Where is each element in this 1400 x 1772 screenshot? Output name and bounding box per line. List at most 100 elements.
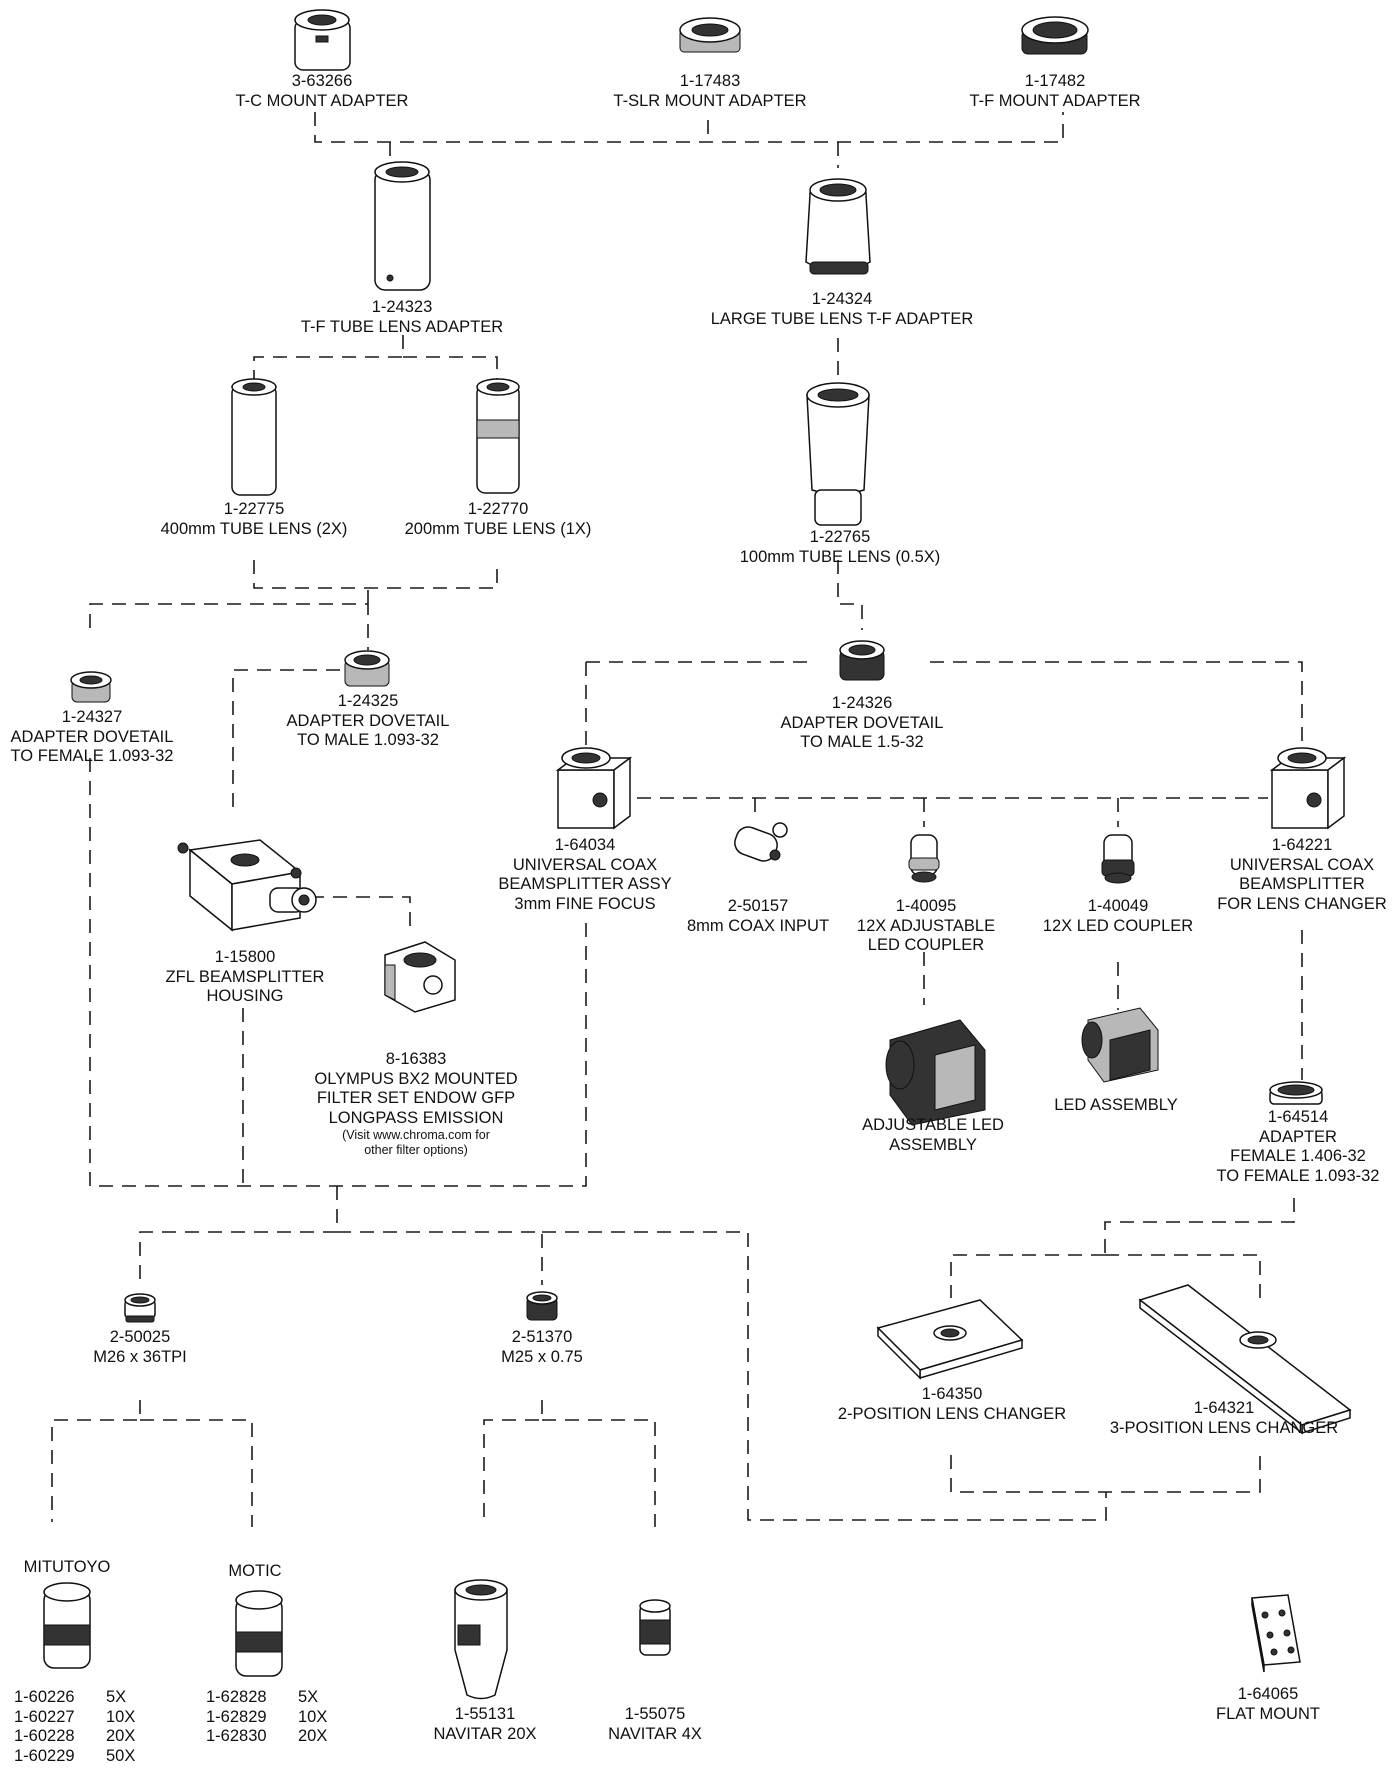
part-description: M25 x 0.75 <box>501 1347 583 1366</box>
large-tube-lens-adapter-icon <box>805 178 871 275</box>
thread-adapter-icon <box>124 1293 156 1323</box>
list-item: 1-60227 10X <box>14 1708 135 1728</box>
part-label-1-40095: 1-40095 12X ADJUSTABLE LED COUPLER <box>857 897 995 956</box>
part-description: UNIVERSAL COAX <box>1229 855 1375 874</box>
part-label-2-51370: 2-51370 M25 x 0.75 <box>501 1328 583 1367</box>
objective-magnification: 20X <box>106 1727 136 1745</box>
filter-set-icon <box>384 941 456 1013</box>
part-number: 1-17482 <box>1024 72 1086 90</box>
lens-changer-icon <box>1138 1284 1352 1435</box>
tube-lens-adapter-icon <box>374 161 431 291</box>
part-number: 1-15800 <box>214 948 276 966</box>
objective-icon <box>43 1582 91 1669</box>
led-assembly-icon <box>885 1019 986 1126</box>
part-description: 400mm TUBE LENS (2X) <box>160 519 348 538</box>
part-number: 1-64034 <box>554 836 616 854</box>
t-c-mount-adapter-icon <box>294 9 351 71</box>
part-label-1-64221: 1-64221 UNIVERSAL COAX BEAMSPLITTER FOR … <box>1217 836 1387 914</box>
part-label-1-55131: 1-55131 NAVITAR 20X <box>433 1705 536 1744</box>
t-f-mount-adapter-icon <box>1021 16 1089 55</box>
objective-magnification: 5X <box>298 1688 319 1706</box>
part-label-1-24327: 1-24327 ADAPTER DOVETAIL TO FEMALE 1.093… <box>11 708 174 767</box>
part-number: 1-24323 <box>371 298 433 316</box>
dovetail-adapter-icon <box>70 671 112 703</box>
objective-part-number: 1-60226 <box>14 1688 75 1706</box>
part-number: 2-51370 <box>511 1328 573 1346</box>
part-number: 1-24324 <box>811 290 873 308</box>
objective-part-number: 1-60228 <box>14 1727 75 1745</box>
part-number: 1-55131 <box>454 1705 516 1723</box>
part-description: T-F TUBE LENS ADAPTER <box>300 317 504 336</box>
thread-adapter-icon <box>526 1291 558 1321</box>
part-description: 2-POSITION LENS CHANGER <box>837 1404 1067 1423</box>
part-number: 1-64350 <box>921 1385 983 1403</box>
part-description: ADAPTER DOVETAIL <box>10 727 174 746</box>
objective-magnification: 50X <box>106 1746 136 1765</box>
part-description: ASSEMBLY <box>889 1135 977 1154</box>
part-number: 1-22770 <box>467 500 529 518</box>
objective-part-number: 1-62829 <box>206 1707 267 1726</box>
part-number: 8-16383 <box>385 1050 447 1068</box>
part-label-2-50157: 2-50157 8mm COAX INPUT <box>687 897 829 936</box>
part-description: TO MALE 1.5-32 <box>800 733 924 751</box>
part-number: 1-24327 <box>61 708 123 726</box>
part-description: TO FEMALE 1.093-32 <box>10 747 174 765</box>
part-number: 2-50025 <box>109 1328 171 1346</box>
part-label-2-50025: 2-50025 M26 x 36TPI <box>93 1328 187 1367</box>
part-label-1-15800: 1-15800 ZFL BEAMSPLITTER HOUSING <box>166 948 325 1007</box>
part-label-1-24326: 1-24326 ADAPTER DOVETAIL TO MALE 1.5-32 <box>781 694 944 753</box>
part-number: 2-50157 <box>727 897 789 915</box>
zfl-beamsplitter-housing-icon <box>177 839 317 932</box>
part-note: other filter options) <box>364 1143 468 1157</box>
led-coupler-icon <box>908 834 940 883</box>
part-number: 1-24326 <box>831 694 893 712</box>
part-note: (Visit www.chroma.com for <box>342 1128 490 1142</box>
objective-icon <box>454 1579 508 1700</box>
t-slr-mount-adapter-icon <box>679 17 741 53</box>
part-description: BEAMSPLITTER <box>1239 875 1365 893</box>
part-description: TO FEMALE 1.093-32 <box>1216 1166 1380 1185</box>
part-description: HOUSING <box>206 987 284 1005</box>
objective-magnification: 10X <box>106 1707 136 1726</box>
part-number: 1-64321 <box>1193 1399 1255 1417</box>
adapter-ring-icon <box>1269 1081 1323 1105</box>
dovetail-adapter-icon <box>839 640 885 681</box>
part-description: T-SLR MOUNT ADAPTER <box>613 91 807 110</box>
tube-lens-icon <box>231 378 277 496</box>
part-label-1-22770: 1-22770 200mm TUBE LENS (1X) <box>405 500 592 539</box>
part-label-1-64034: 1-64034 UNIVERSAL COAX BEAMSPLITTER ASSY… <box>498 836 671 914</box>
part-description: NAVITAR 4X <box>608 1724 702 1743</box>
objective-part-number: 1-62830 <box>206 1727 267 1745</box>
part-description: ADJUSTABLE LED <box>862 1116 1004 1134</box>
part-description: FEMALE 1.406-32 <box>1230 1147 1366 1165</box>
part-description: 3mm FINE FOCUS <box>514 894 656 913</box>
tube-lens-icon <box>476 378 520 494</box>
part-description: ZFL BEAMSPLITTER <box>165 967 325 986</box>
led-coupler-icon <box>1101 834 1135 884</box>
part-number: 1-40049 <box>1087 897 1149 915</box>
part-description: 3-POSITION LENS CHANGER <box>1109 1418 1339 1437</box>
objective-part-number: 1-60227 <box>14 1707 75 1726</box>
part-description: 12X LED COUPLER <box>1042 916 1194 935</box>
part-label-3-63266: 3-63266 T-C MOUNT ADAPTER <box>236 72 409 111</box>
part-description: M26 x 36TPI <box>93 1347 187 1366</box>
part-description: OLYMPUS BX2 MOUNTED <box>314 1069 518 1088</box>
part-description: ADAPTER <box>1259 1127 1337 1146</box>
list-item: 1-62828 5X <box>206 1688 327 1708</box>
part-label-1-64514: 1-64514 ADAPTER FEMALE 1.406-32 TO FEMAL… <box>1217 1108 1380 1186</box>
part-description: ADAPTER DOVETAIL <box>780 713 944 732</box>
part-label-1-24325: 1-24325 ADAPTER DOVETAIL TO MALE 1.093-3… <box>287 692 450 751</box>
part-number: 3-63266 <box>291 72 353 90</box>
part-description: ADAPTER DOVETAIL <box>286 711 450 730</box>
part-label-1-22775: 1-22775 400mm TUBE LENS (2X) <box>161 500 348 539</box>
objective-part-number: 1-62828 <box>206 1688 267 1706</box>
part-number: 1-24325 <box>337 692 399 710</box>
part-number: 1-40095 <box>895 897 957 915</box>
part-description: LED COUPLER <box>867 936 985 954</box>
objective-part-number: 1-60229 <box>14 1746 75 1765</box>
